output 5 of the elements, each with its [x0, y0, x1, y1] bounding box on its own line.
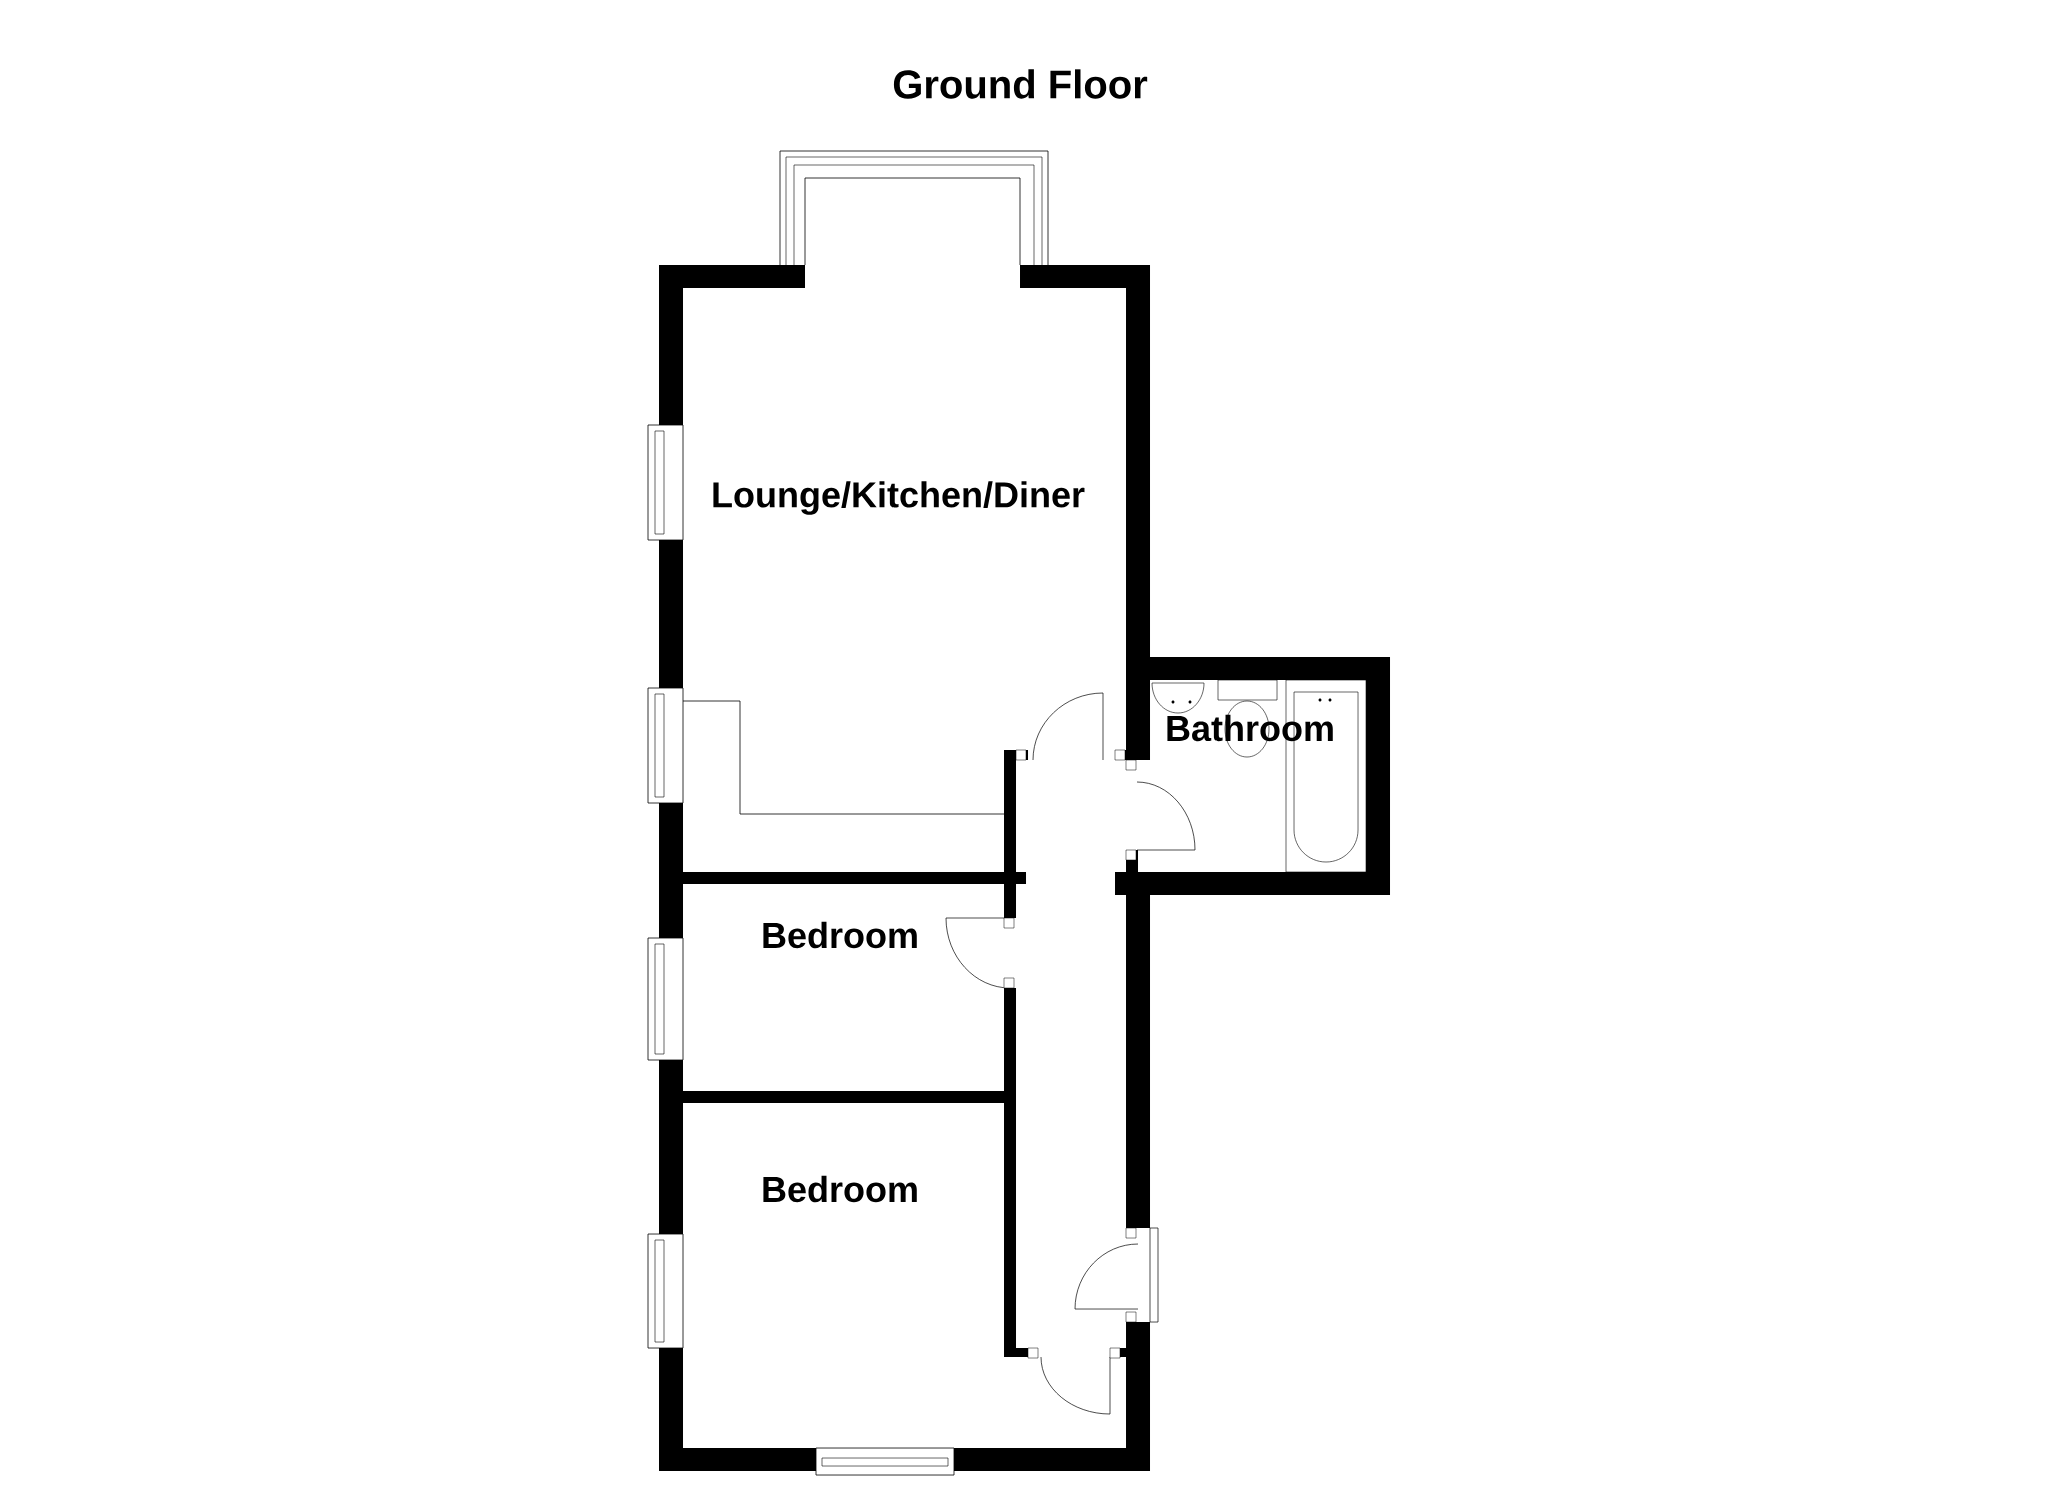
room-label: Bedroom: [763, 1175, 917, 1203]
room-label: Lounge/Kitchen/Diner: [713, 481, 1085, 515]
plan-title: Ground Floor: [893, 69, 1148, 99]
room-label: Bathroom: [1167, 714, 1333, 742]
room-label: Bedroom: [763, 921, 917, 949]
